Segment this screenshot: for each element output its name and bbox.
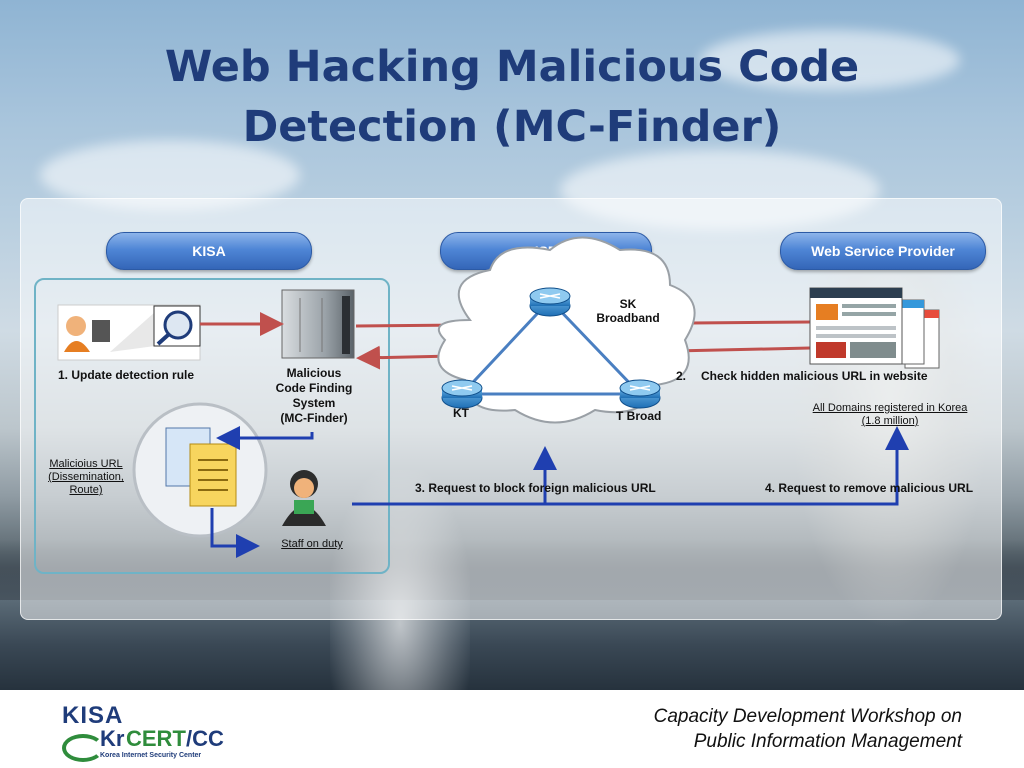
all-domains-label: All Domains registered in Korea (1.8 mil… [812, 402, 968, 427]
step2-label: Check hidden malicious URL in website [701, 369, 928, 383]
step3-label: 3. Request to block foreign malicious UR… [415, 481, 656, 495]
operator-icon [57, 304, 201, 361]
step2-number: 2. [676, 369, 687, 383]
kt-label: KT [453, 406, 469, 420]
mc-finder-label: Malicious Code Finding System (MC-Finder… [275, 366, 353, 425]
tbroad-label: T Broad [616, 409, 662, 423]
mc-finder-server-icon [281, 289, 355, 359]
router-kt-icon [441, 379, 483, 409]
isp-network-triangle [458, 297, 644, 396]
slide-title-line1: Web Hacking Malicious Code [164, 42, 860, 92]
router-tbroad-icon [619, 379, 661, 409]
wsp-header: Web Service Provider [780, 232, 986, 270]
slide-title-line2: Detection (MC-Finder) [242, 102, 782, 152]
kisa-logo: KISA [62, 702, 124, 729]
step4-label: 4. Request to remove malicious URL [765, 481, 974, 495]
kisa-header: KISA [106, 232, 312, 270]
sk-broadband-label: SK Broadband [596, 297, 660, 325]
document-icon [165, 427, 237, 507]
workshop-caption: Capacity Development Workshop on Public … [653, 706, 962, 752]
krcert-logo: Kr CERT /CC Korea Internet Security Cent… [62, 726, 242, 764]
swoosh-icon [62, 734, 104, 762]
staff-icon [282, 470, 326, 526]
malicious-url-label: Malicioius URL (Dissemination, Route) [48, 458, 124, 496]
kisa-group-box [34, 278, 390, 574]
staff-on-duty-label: Staff on duty [281, 538, 343, 550]
website-screens-icon [809, 287, 940, 369]
step1-label: 1. Update detection rule [58, 368, 195, 382]
router-sk-icon [529, 287, 571, 317]
